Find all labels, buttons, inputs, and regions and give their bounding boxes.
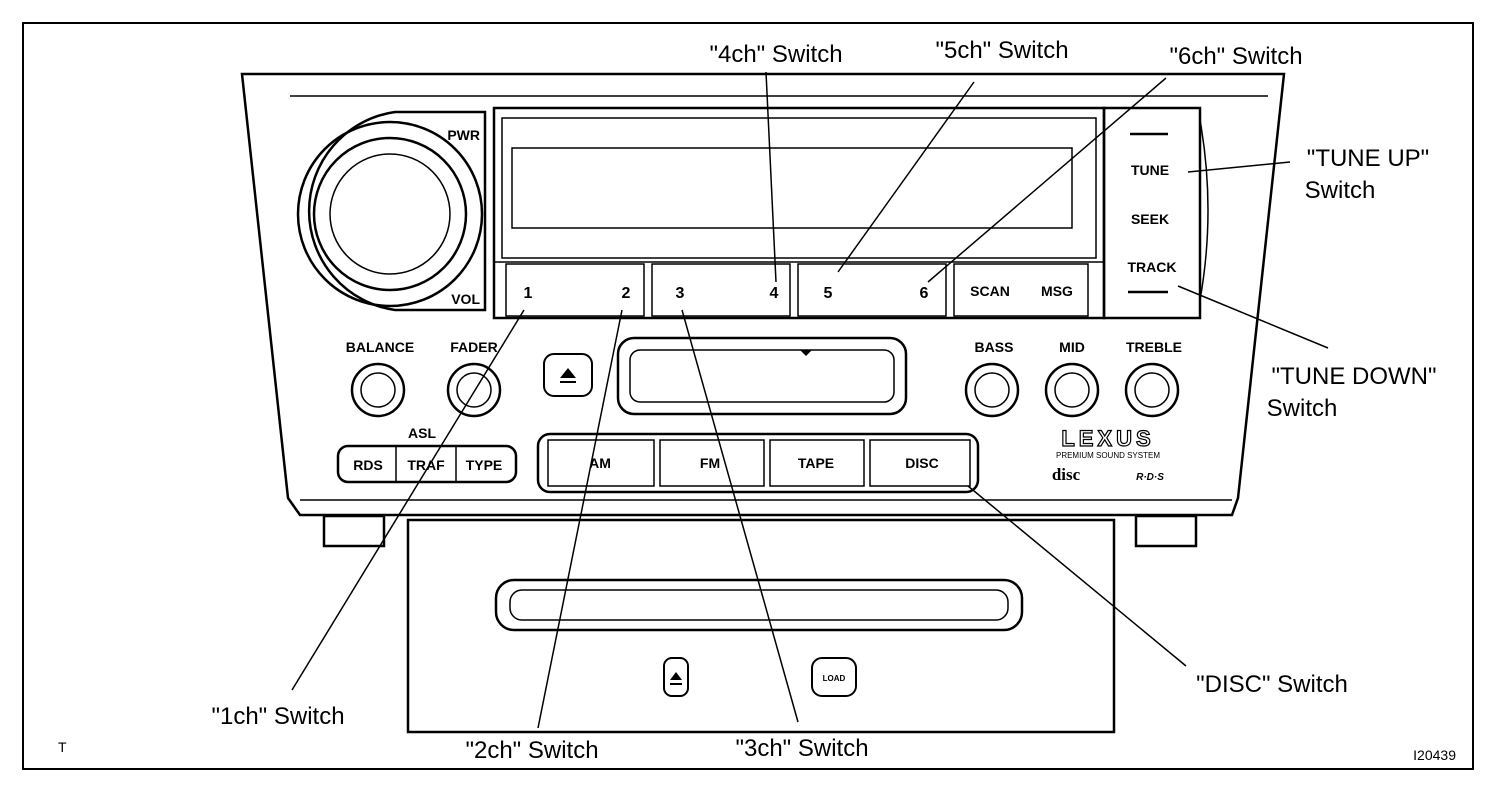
callout-disc: "DISC" Switch (1196, 671, 1348, 698)
display-frame (492, 106, 1106, 320)
tape-label: TAPE (798, 455, 834, 471)
preset-5-label: 5 (824, 285, 833, 302)
fader-label: FADER (450, 339, 497, 355)
balance-knob[interactable] (350, 362, 406, 418)
rds-traf-type-strip (336, 444, 518, 484)
tune-panel (1102, 106, 1202, 320)
load-label: LOAD (823, 674, 846, 683)
fader-knob[interactable] (446, 362, 502, 418)
preset-3-label: 3 (676, 285, 685, 302)
disc-button-frame[interactable] (869, 439, 971, 487)
type-button[interactable]: TYPE (466, 457, 503, 473)
bass-label: BASS (975, 339, 1014, 355)
brand-logo: LEXUS (1061, 426, 1154, 451)
volume-knob[interactable] (296, 110, 487, 312)
msg-label: MSG (1041, 283, 1073, 299)
preset-button-1-2[interactable] (505, 263, 645, 317)
mid-label: MID (1059, 339, 1085, 355)
scan-label: SCAN (970, 283, 1010, 299)
figure-frame (22, 22, 1474, 770)
callout-tune-up-line2: Switch (1305, 177, 1376, 204)
vol-label: VOL (451, 291, 480, 307)
cd-unit (406, 518, 1116, 734)
brand-subtitle: PREMIUM SOUND SYSTEM (1056, 451, 1160, 460)
figure-id: I20439 (1413, 747, 1456, 763)
track-label: TRACK (1128, 259, 1177, 275)
bass-knob[interactable] (964, 362, 1020, 418)
callout-tune-down-line2: Switch (1267, 395, 1338, 422)
rds-logo: R·D·S (1136, 472, 1164, 483)
treble-label: TREBLE (1126, 339, 1182, 355)
fm-label: FM (700, 455, 720, 471)
callout-tune-down-line1: "TUNE DOWN" (1271, 363, 1436, 390)
tape-eject-button[interactable] (543, 353, 593, 397)
cd-eject-button[interactable] (663, 657, 689, 697)
preset-button-5-6[interactable] (797, 263, 947, 317)
tape-slot (616, 336, 908, 416)
am-label: AM (589, 455, 611, 471)
preset-4-label: 4 (770, 285, 779, 302)
load-button[interactable]: LOAD (811, 657, 857, 697)
preset-1-label: 1 (524, 285, 533, 302)
preset-row (505, 263, 1089, 317)
display-window (511, 147, 1073, 229)
mid-knob[interactable] (1044, 362, 1100, 418)
asl-label: ASL (408, 425, 436, 441)
callout-3ch: "3ch" Switch (735, 735, 868, 762)
balance-label: BALANCE (346, 339, 414, 355)
display-screen (501, 117, 1097, 259)
tune-label: TUNE (1131, 162, 1169, 178)
corner-left-mark: T (58, 739, 67, 755)
tape-button-frame[interactable] (769, 439, 865, 487)
callout-6ch: "6ch" Switch (1169, 43, 1302, 70)
callout-5ch: "5ch" Switch (935, 37, 1068, 64)
callout-tune-up-line1: "TUNE UP" (1307, 145, 1429, 172)
preset-6-label: 6 (920, 285, 929, 302)
seek-label: SEEK (1131, 211, 1169, 227)
scan-msg-button[interactable] (953, 263, 1089, 317)
left-bracket (322, 514, 386, 548)
pwr-label: PWR (447, 127, 480, 143)
disc-logo: disc (1052, 465, 1081, 484)
am-button-frame[interactable] (547, 439, 655, 487)
preset-2-label: 2 (622, 285, 631, 302)
disc-label: DISC (905, 455, 938, 471)
callout-1ch: "1ch" Switch (211, 703, 344, 730)
preset-button-3-4[interactable] (651, 263, 791, 317)
head-unit-body (240, 72, 1286, 517)
rds-button[interactable]: RDS (353, 457, 383, 473)
traf-button[interactable]: TRAF (407, 457, 445, 473)
source-strip (536, 432, 980, 494)
fm-button-frame[interactable] (659, 439, 765, 487)
callout-4ch: "4ch" Switch (709, 41, 842, 68)
right-bracket (1134, 514, 1198, 548)
leader-lines (291, 71, 1329, 729)
treble-knob[interactable] (1124, 362, 1180, 418)
callout-2ch: "2ch" Switch (465, 737, 598, 764)
cd-slot (494, 578, 1024, 632)
